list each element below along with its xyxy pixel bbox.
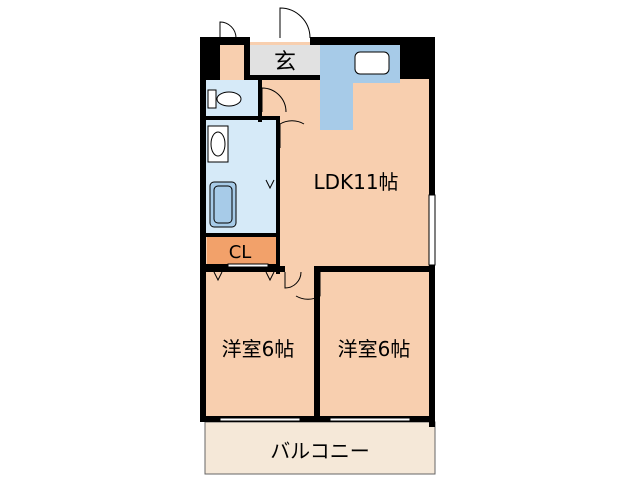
western-room-right-label: 洋室6帖 — [338, 337, 411, 361]
entrance-area — [250, 45, 320, 80]
hall-area — [262, 80, 320, 120]
kitchen-sink-icon — [354, 51, 390, 75]
kitchen-counter-side — [320, 83, 353, 130]
doors — [219, 7, 321, 300]
entrance-label: 玄 — [274, 50, 296, 75]
toilet-icon — [207, 89, 242, 109]
ldk-label: LDK11帖 — [313, 170, 398, 194]
windows — [219, 194, 436, 422]
walls — [200, 37, 435, 427]
balcony-area — [204, 421, 436, 475]
western-room-left-label: 洋室6帖 — [222, 337, 295, 361]
washbasin-icon — [207, 125, 229, 163]
closet-marks-icon — [213, 179, 275, 282]
closet-label: CL — [229, 242, 252, 263]
balcony-label: バルコニー — [270, 439, 370, 463]
bathtub-icon — [209, 181, 237, 228]
closet-area — [207, 236, 277, 266]
